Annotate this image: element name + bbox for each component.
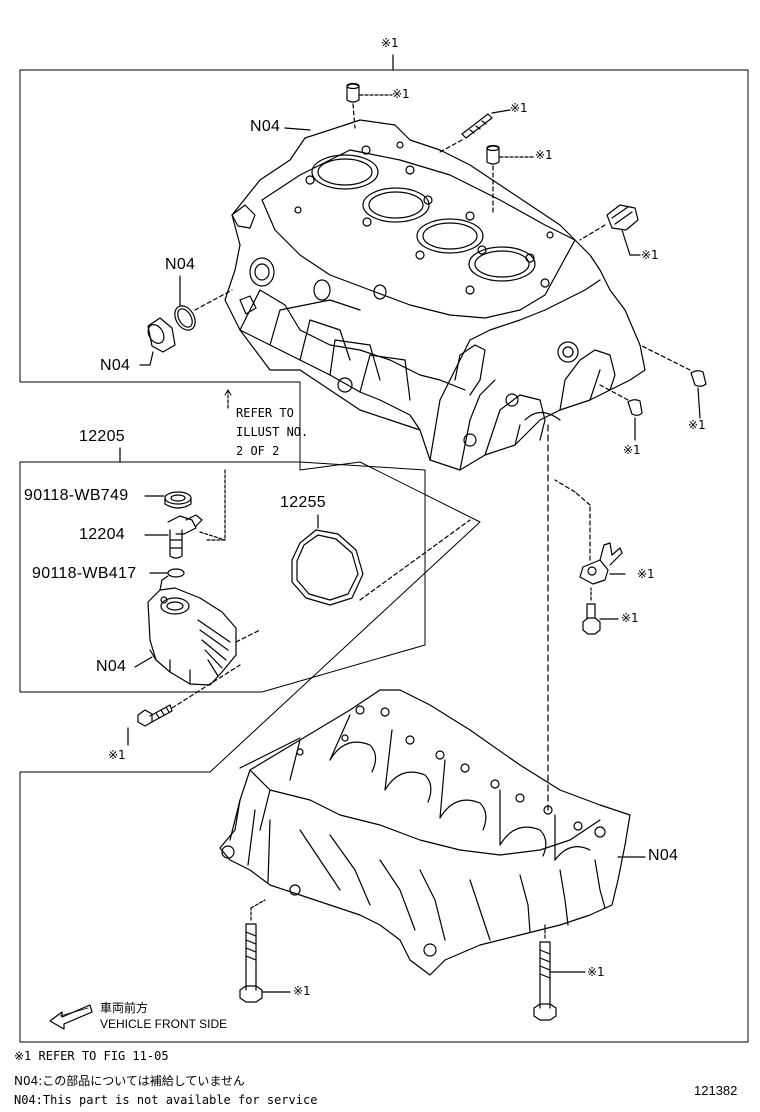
part-label-n04-cover: N04: [96, 658, 127, 675]
ref-mark-pin-right-a: ※1: [688, 418, 706, 432]
cylinder-block-icon: [224, 119, 646, 471]
oil-seal-icon: [144, 491, 192, 509]
oil-separator-cover-icon: [134, 575, 261, 686]
bolt-icon: [533, 924, 586, 1021]
part-label-n04-crankcase: N04: [648, 847, 679, 864]
refer-to-line-3: 2 OF 2: [236, 444, 280, 458]
part-label-n04-plug: N04: [100, 357, 131, 374]
bracket-icon: [554, 479, 626, 585]
part-label-12255: 12255: [280, 494, 326, 511]
vehicle-front-arrow-icon: [49, 1004, 93, 1030]
footnote-ref: ※1 REFER TO FIG 11-05: [14, 1049, 169, 1063]
ref-mark-stud-top: ※1: [510, 101, 528, 115]
part-label-90118-wb749: 90118-WB749: [24, 487, 129, 504]
footnote-n04-jp: N04:この部品については補給していません: [14, 1074, 245, 1088]
stud-bolt-icon: [439, 109, 511, 153]
subassembly-frame: [19, 461, 426, 693]
gasket-icon: [291, 514, 471, 606]
ref-mark-cover-bolt: ※1: [108, 748, 126, 762]
ref-mark-plug-right: ※1: [641, 248, 659, 262]
bolt-icon: [582, 587, 619, 635]
ref-mark-bottom-bolt-left: ※1: [293, 984, 311, 998]
plug-icon: [579, 204, 641, 256]
ref-mark-dowel-right: ※1: [535, 148, 553, 162]
plug-icon: [139, 289, 233, 366]
top-ref-mark: ※1: [381, 36, 399, 50]
ref-mark-pin-right-b: ※1: [623, 443, 641, 457]
part-label-90118-wb417: 90118-WB417: [32, 565, 137, 582]
part-label-n04-oring: N04: [165, 256, 196, 273]
dowel-pin-icon: [486, 144, 534, 216]
oring-icon: [174, 275, 196, 331]
ref-mark-bottom-bolt-right: ※1: [587, 965, 605, 979]
crankcase-icon: [219, 689, 646, 976]
part-label-n04-block: N04: [250, 118, 281, 135]
refer-to-line-2: ILLUST NO.: [236, 425, 309, 439]
footnote-n04-en: N04:This part is not available for servi…: [14, 1093, 318, 1107]
gasket-ring-icon: [149, 568, 185, 578]
dowel-pin-icon: [599, 384, 643, 441]
outer-frame: [19, 69, 749, 1043]
pcv-valve-icon: [144, 514, 226, 559]
dowel-pin-icon: [639, 344, 707, 419]
ref-mark-bracket-bolt: ※1: [621, 611, 639, 625]
vehicle-front-en: VEHICLE FRONT SIDE: [100, 1017, 228, 1031]
part-label-12205: 12205: [79, 428, 125, 445]
refer-to-line-1: REFER TO: [236, 406, 294, 420]
part-label-12204: 12204: [79, 526, 125, 543]
vehicle-front-jp: 車両前方: [100, 1001, 149, 1015]
bolt-icon: [239, 899, 291, 1003]
figure-number: 121382: [694, 1083, 738, 1098]
ref-mark-dowel-top: ※1: [392, 87, 410, 101]
ref-mark-bracket: ※1: [637, 567, 655, 581]
dowel-pin-icon: [346, 82, 393, 129]
bolt-icon: [127, 664, 241, 746]
